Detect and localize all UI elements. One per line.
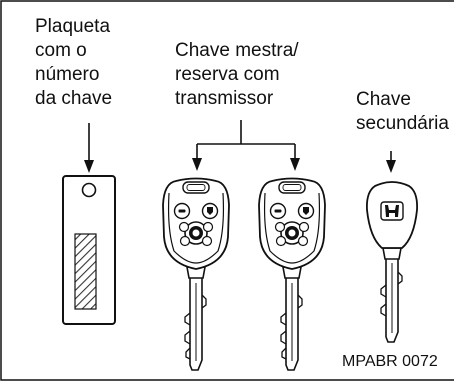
secondary-key-label: Chave secundária	[356, 89, 449, 134]
master-key-bracket	[192, 120, 300, 171]
master-key-remote-2	[258, 177, 326, 371]
master-key-label: Chave mestra/ reserva com transmissor	[175, 40, 299, 109]
figure-code: MPABR 0072	[342, 353, 438, 370]
secondary-key	[366, 181, 418, 343]
key-number-tag	[62, 175, 116, 325]
master-key-remote-1	[162, 177, 230, 371]
key-number-tag-label: Plaqueta com o número da chave	[35, 16, 113, 109]
tag-arrow	[84, 123, 94, 173]
secondary-key-arrow	[386, 151, 396, 173]
